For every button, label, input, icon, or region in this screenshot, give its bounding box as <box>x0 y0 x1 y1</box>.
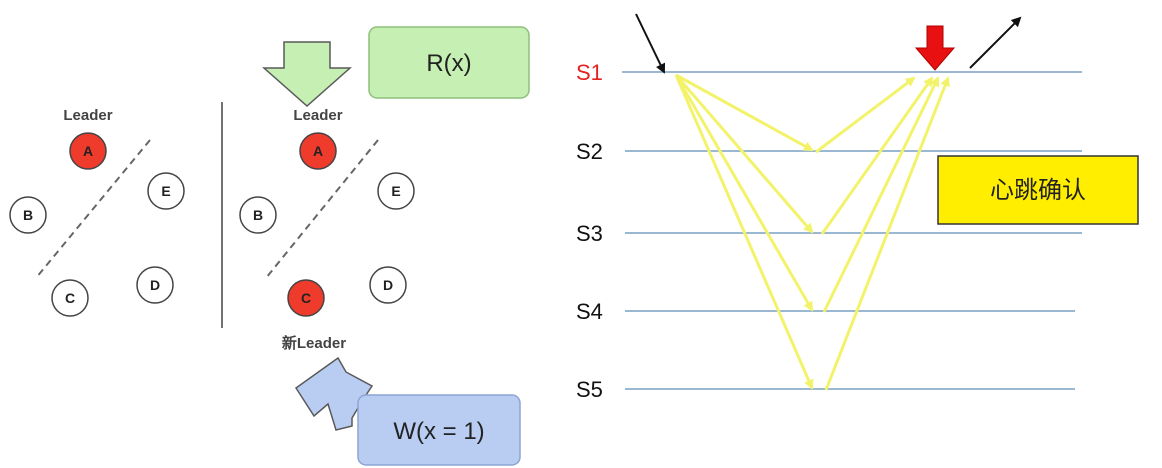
server-timeline: S1 S2 S3 S4 S5 <box>576 13 1082 402</box>
right-node-c: C <box>287 279 325 317</box>
svg-text:D: D <box>383 277 393 293</box>
right-node-d: D <box>369 266 407 304</box>
left-cluster: Leader A B C D E <box>9 107 185 317</box>
write-box: W(x = 1) <box>357 394 521 466</box>
heartbeat-box: 心跳确认 <box>937 155 1139 225</box>
svg-text:B: B <box>23 207 33 223</box>
incoming-request-arrow <box>635 13 666 74</box>
svg-text:D: D <box>150 277 160 293</box>
svg-text:E: E <box>161 183 170 199</box>
server-label-s4: S4 <box>576 299 603 324</box>
read-arrow-icon <box>262 41 352 108</box>
heartbeat-box-label: 心跳确认 <box>990 176 1086 204</box>
right-leader-label: Leader <box>293 107 342 124</box>
server-label-s5: S5 <box>576 377 603 402</box>
server-label-s3: S3 <box>576 221 603 246</box>
right-cluster: Leader A B C D E 新Leader <box>239 41 415 431</box>
svg-text:C: C <box>65 290 75 306</box>
right-node-e: E <box>377 172 415 210</box>
read-box: R(x) <box>368 26 530 99</box>
left-node-c: C <box>51 279 89 317</box>
right-node-b: B <box>239 196 277 234</box>
right-partition-line <box>265 139 379 279</box>
outgoing-response-arrow <box>969 16 1022 69</box>
write-arrow-icon <box>294 356 374 431</box>
read-box-label: R(x) <box>426 50 471 77</box>
left-node-e: E <box>147 172 185 210</box>
write-box-label: W(x = 1) <box>393 418 484 445</box>
left-node-a: A <box>69 132 107 170</box>
right-node-a: A <box>299 132 337 170</box>
svg-text:A: A <box>83 143 93 159</box>
svg-text:C: C <box>301 290 311 306</box>
left-node-d: D <box>136 266 174 304</box>
new-leader-label: 新Leader <box>282 334 346 352</box>
heartbeat-send-arrows <box>674 73 814 390</box>
svg-text:A: A <box>313 143 323 159</box>
left-leader-label: Leader <box>63 107 112 124</box>
left-node-b: B <box>9 196 47 234</box>
heartbeat-ack-arrows <box>815 76 950 391</box>
svg-text:E: E <box>391 183 400 199</box>
red-down-arrow-icon <box>914 25 956 71</box>
left-partition-line <box>35 139 151 279</box>
server-label-s1: S1 <box>576 60 603 85</box>
svg-text:B: B <box>253 207 263 223</box>
server-label-s2: S2 <box>576 139 603 164</box>
